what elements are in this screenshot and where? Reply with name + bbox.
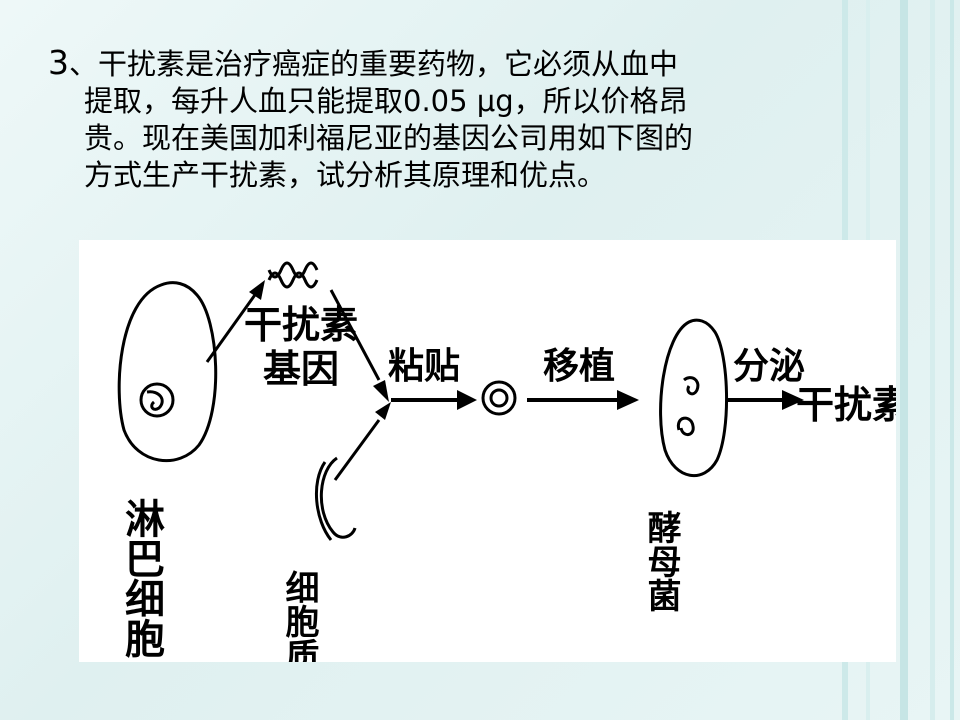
process-diagram: 干扰素 基因 粘贴 移植: [79, 240, 896, 662]
splice-label: 粘贴: [388, 346, 460, 387]
interferon-gene-dna: [267, 261, 319, 289]
plasmid-label: 细胞质粒: [279, 570, 319, 662]
arrow-splice: [391, 390, 477, 410]
arrow-transplant: [527, 390, 639, 410]
question-text: 3、干扰素是治疗癌症的重要药物，它必须从血中 提取，每升人血只能提取0.05 μ…: [48, 44, 888, 194]
lymphocyte-label: 淋巴细胞: [118, 498, 165, 658]
question-line-2: 提取，每升人血只能提取0.05 μg，所以价格昂: [84, 84, 688, 118]
decor-stripe-5: [950, 0, 954, 720]
arrow-secrete: [727, 390, 804, 410]
secrete-label: 分泌: [733, 346, 805, 387]
lymphocyte-cell: [117, 281, 218, 462]
yeast-label: 酵母菌: [641, 510, 681, 612]
decor-stripe-3: [900, 0, 908, 720]
gene-label-line2: 基因: [263, 347, 339, 391]
gene-label-line1: 干扰素: [244, 303, 358, 347]
question-line-4: 方式生产干扰素，试分析其原理和优点。: [84, 158, 607, 192]
yeast-cell: [659, 318, 728, 477]
arrow-plasmid-to-splice: [333, 402, 391, 481]
arrow-gene-to-splice: [329, 289, 389, 402]
question-line-3: 贵。现在美国加利福尼亚的基因公司用如下图的: [84, 121, 694, 155]
question-line-1: 3、干扰素是治疗癌症的重要药物，它必须从血中: [48, 44, 888, 83]
question-line-1-text: 干扰素是治疗癌症的重要药物，它必须从血中: [98, 47, 679, 81]
transplant-label: 移植: [543, 346, 615, 387]
question-separator: 、: [69, 47, 99, 81]
recombinant-plasmid: [481, 380, 517, 416]
question-number: 3: [48, 43, 69, 82]
plasmid: [314, 456, 357, 541]
diagram-canvas: 干扰素 基因 粘贴 移植: [117, 261, 896, 662]
product-interferon-label: 干扰素: [796, 383, 896, 427]
arrow-cell-to-gene: [205, 280, 265, 363]
decor-stripe-4: [930, 0, 935, 720]
